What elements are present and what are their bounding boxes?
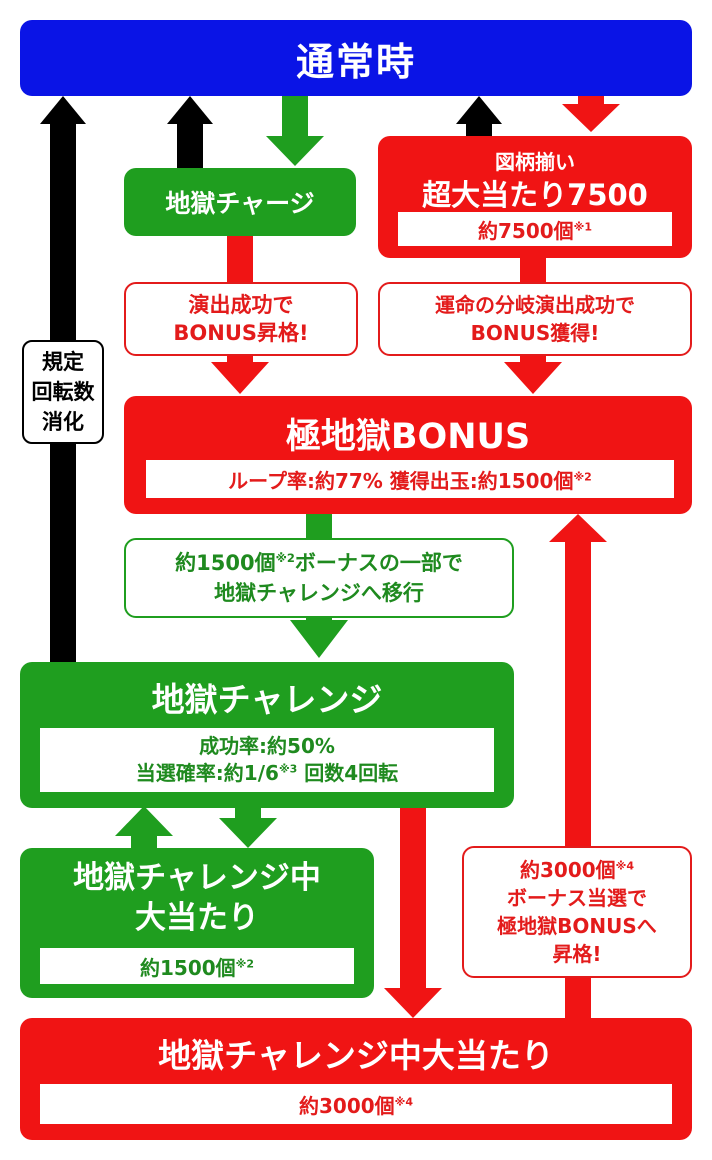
promo-upgrade-line1-prefix: 約3000個 (519, 858, 616, 882)
challenge-hit-small-note: ※2 (235, 956, 255, 970)
promo-left-line1: 演出成功で (188, 293, 294, 317)
promo-left-line2: BONUS昇格! (173, 321, 309, 345)
node-super-hit: 図柄揃い 超大当たり7500 約7500個※1 (378, 136, 692, 258)
arrow-charge-to-normal (167, 96, 213, 170)
arrow-normal-to-superhit (562, 96, 620, 132)
node-challenge-hit-big: 地獄チャレンジ中大当たり 約3000個※4 (20, 1018, 692, 1140)
bonus-stats-box: ループ率:約77% 獲得出玉:約1500個※2 (146, 460, 674, 498)
arrow-smallhit-to-challenge (115, 806, 173, 852)
promo-upgrade-line4: 昇格! (552, 942, 602, 966)
super-hit-payout: 約7500個 (477, 218, 574, 243)
super-hit-line1: 図柄揃い (495, 150, 575, 174)
node-promo-right: 運命の分岐演出成功で BONUS獲得! (378, 282, 692, 356)
challenge-line2-suffix: 回数4回転 (297, 761, 399, 785)
transfer-line2: 地獄チャレンジへ移行 (214, 581, 424, 605)
node-promo-left: 演出成功で BONUS昇格! (124, 282, 358, 356)
challenge-title: 地獄チャレンジ (151, 680, 383, 719)
promo-upgrade-note: ※4 (615, 859, 635, 873)
bonus-stats: ループ率:約77% 獲得出玉:約1500個 (228, 468, 574, 493)
arrow-normal-to-charge (266, 96, 324, 166)
node-bonus: 極地獄BONUS ループ率:約77% 獲得出玉:約1500個※2 (124, 396, 692, 514)
node-promo-upgrade: 約3000個※4 ボーナス当選で 極地獄BONUSへ 昇格! (462, 846, 692, 978)
node-transfer: 約1500個※2ボーナスの一部で 地獄チャレンジへ移行 (124, 538, 514, 618)
arrow-challenge-to-bighit (384, 806, 442, 1018)
bonus-title: 極地獄BONUS (285, 416, 531, 457)
super-hit-payout-box: 約7500個※1 (398, 212, 672, 246)
node-challenge-hit-small: 地獄チャレンジ中 大当たり 約1500個※2 (20, 848, 374, 998)
promo-upgrade-line2: ボーナス当選で (507, 886, 647, 910)
challenge-hit-big-note: ※4 (394, 1094, 414, 1108)
challenge-line2-prefix: 当選確率:約1/6 (135, 761, 279, 785)
challenge-hit-small-line1: 地獄チャレンジ中 (73, 860, 321, 896)
super-hit-line2: 超大当たり7500 (422, 178, 648, 212)
side-label-line3: 消化 (42, 410, 84, 434)
transfer-note: ※2 (275, 551, 295, 565)
bonus-note: ※2 (573, 469, 592, 483)
arrow-challenge-to-smallhit (219, 806, 277, 848)
challenge-hit-small-payout-box: 約1500個※2 (40, 948, 354, 984)
node-charge: 地獄チャージ (124, 168, 356, 236)
node-side-label: 規定 回転数 消化 (22, 340, 104, 444)
promo-right-line2: BONUS獲得! (470, 321, 600, 345)
challenge-hit-big-payout: 約3000個 (298, 1093, 395, 1118)
challenge-line1: 成功率:約50% (199, 734, 335, 758)
super-hit-note: ※1 (573, 219, 593, 233)
challenge-hit-big-title: 地獄チャレンジ中大当たり (158, 1036, 554, 1075)
side-label-line2: 回転数 (31, 380, 95, 404)
challenge-hit-small-line2: 大当たり (135, 900, 259, 936)
node-normal: 通常時 (20, 20, 692, 96)
promo-upgrade-line3: 極地獄BONUSへ (497, 914, 657, 938)
challenge-hit-small-payout: 約1500個 (139, 955, 236, 980)
node-challenge: 地獄チャレンジ 成功率:約50% 当選確率:約1/6※3 回数4回転 (20, 662, 514, 808)
side-label-line1: 規定 (42, 350, 84, 374)
challenge-note: ※3 (278, 762, 298, 776)
arrow-superhit-to-normal (456, 96, 502, 140)
normal-title: 通常時 (295, 39, 416, 84)
transfer-line1-suffix: ボーナスの一部で (294, 551, 463, 575)
challenge-hit-big-payout-box: 約3000個※4 (40, 1084, 672, 1124)
promo-right-line1: 運命の分岐演出成功で (435, 293, 635, 317)
charge-title: 地獄チャージ (165, 189, 315, 218)
challenge-info-box: 成功率:約50% 当選確率:約1/6※3 回数4回転 (40, 728, 494, 792)
transfer-line1-prefix: 約1500個 (175, 551, 276, 575)
